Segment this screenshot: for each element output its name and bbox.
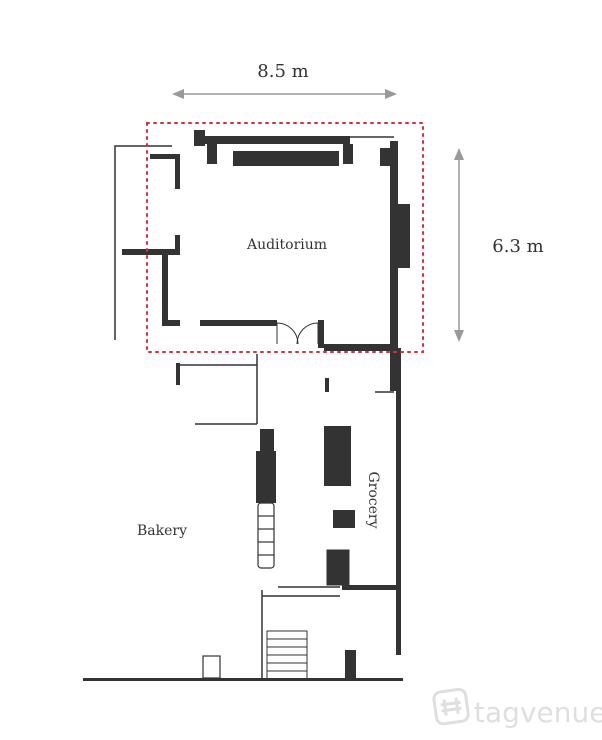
door-right-jamb [318,320,324,348]
right-corner-post [380,148,390,166]
top-wall-left-post [207,144,217,164]
watermark-text: tagvenue [474,696,602,729]
left-wall-top-stub [175,159,180,189]
bakery-display-case [257,502,275,569]
door-leaf-left [276,322,299,345]
counter-top-block [260,429,274,451]
height-label: 6.3 m [492,236,543,257]
height-dimension: 6.3 m [454,148,544,342]
entrance-right-post [345,650,356,680]
thick-walls [83,130,410,681]
grocery-shelf-lower [327,550,349,585]
display-case-outline [257,502,275,569]
entrance-stairs [266,630,308,680]
grocery-label: Grocery [365,471,381,528]
grocery-shelf-outline [326,549,350,586]
height-arrow-bottom-head [454,330,464,342]
grocery-display [333,510,355,528]
grocery-shelf [324,426,351,486]
top-wall [205,136,350,144]
bakery-top-stub [176,363,180,385]
left-wall-top-return [150,154,180,159]
stage-block [233,151,339,166]
grocery-top-wall [324,344,398,351]
grocery-right-upper [390,348,398,391]
auditorium-highlight [146,122,424,353]
counter-block [256,451,276,503]
width-label: 8.5 m [257,61,308,82]
auditorium-double-door [276,322,319,345]
auditorium-bottom-left [162,320,180,326]
door-leaf-right [296,322,319,345]
grocery-right-wall [396,348,401,655]
grocery-column-mark [325,378,329,392]
entrance-top-wall [342,585,400,590]
auditorium-left-wall [162,255,168,325]
width-arrow-left-head [172,89,184,99]
width-dimension: 8.5 m [172,61,397,99]
auditorium-right-wall [390,141,398,349]
top-wall-right-post [343,144,353,164]
front-facade-wall [83,678,403,681]
top-wall-left-pier [194,130,205,146]
height-arrow-top-head [454,148,464,160]
thin-walls [114,136,394,679]
left-wall-bar [122,249,180,255]
width-arrow-right-head [385,89,397,99]
tagvenue-logo-icon [432,687,470,726]
right-wall-pier [398,204,410,268]
left-outer-wall [114,145,172,340]
tagvenue-watermark: tagvenue [432,687,602,729]
facade-step [202,655,221,679]
auditorium-bottom-wall [200,320,277,326]
left-wall-bar-stub [175,235,180,249]
bakery-label: Bakery [137,523,187,539]
auditorium-label: Auditorium [246,237,327,253]
